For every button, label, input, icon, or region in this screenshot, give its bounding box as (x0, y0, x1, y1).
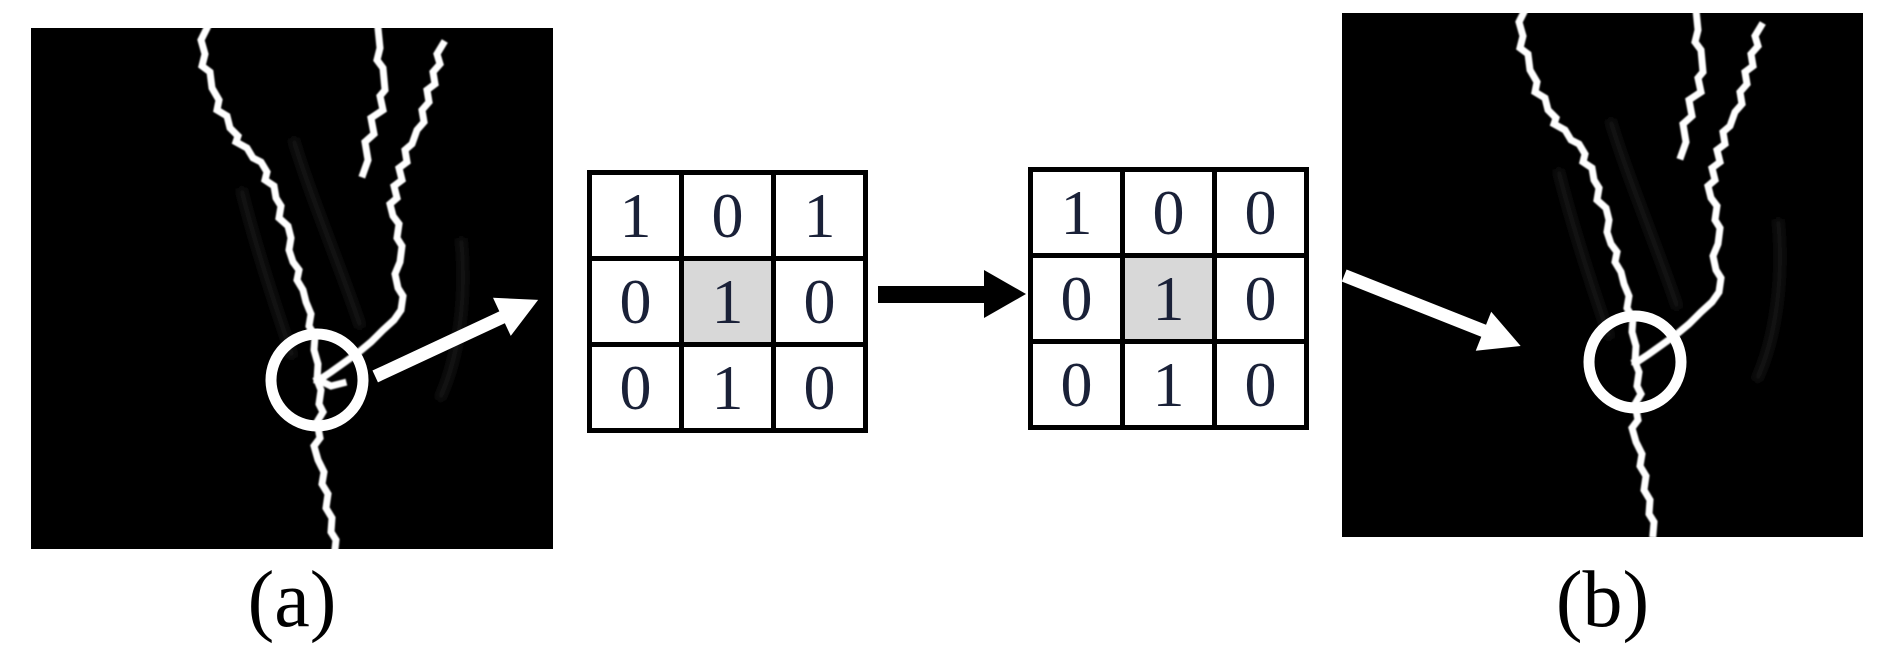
panel-a-label: (a) (247, 556, 337, 644)
vessel-branch-middle (358, 28, 389, 179)
grid-cell-r2c1: 1 (679, 342, 776, 433)
panel-b-image (1342, 13, 1863, 537)
grid-cell-center-highlighted: 1 (1120, 253, 1217, 344)
highlight-circle (265, 328, 369, 432)
annotation-arrow-in-icon (1342, 269, 1521, 351)
annotation-arrow-out-icon (372, 297, 539, 383)
grid-cell-r0c0: 1 (1028, 167, 1125, 258)
background-artifacts (1553, 117, 1785, 383)
panel-b-label: (b) (1555, 556, 1650, 644)
vessel-branch-left (1515, 13, 1640, 366)
pixel-grid-before: 1 0 1 0 1 0 0 1 0 (587, 170, 868, 433)
vessel-branch-middle (1676, 13, 1707, 161)
grid-cell-r2c0: 0 (1028, 339, 1125, 430)
skeleton-drawing-a (197, 28, 539, 549)
grid-cell-r1c0: 0 (1028, 253, 1125, 344)
vessel-branch-left (197, 28, 322, 384)
vessel-branch-right (1632, 21, 1766, 367)
grid-cell-r2c0: 0 (587, 342, 684, 433)
grid-cell-r0c1: 0 (1120, 167, 1217, 258)
vessel-skeleton (1515, 13, 1766, 537)
grid-row: 0 1 0 (1028, 339, 1309, 430)
grid-cell-r2c2: 0 (1212, 339, 1309, 430)
vessel-spur-stub (314, 375, 348, 390)
grid-cell-r2c1: 1 (1120, 339, 1217, 430)
grid-row: 1 0 0 (1028, 167, 1309, 258)
grid-cell-r1c2: 0 (771, 256, 868, 347)
grid-row: 1 0 1 (587, 170, 868, 261)
grid-row: 0 1 0 (587, 342, 868, 433)
highlight-circle (1583, 310, 1687, 414)
grid-row: 0 1 0 (1028, 253, 1309, 344)
skeleton-drawing-b (1342, 13, 1785, 537)
pixel-grid-after: 1 0 0 0 1 0 0 1 0 (1028, 167, 1309, 430)
grid-cell-r1c0: 0 (587, 256, 684, 347)
grid-cell-r0c2: 1 (771, 170, 868, 261)
vessel-branch-right (314, 39, 448, 385)
grid-row: 0 1 0 (587, 256, 868, 347)
vessel-branch-bottom (310, 375, 340, 549)
transform-arrow-icon (878, 270, 1026, 318)
grid-cell-r2c2: 0 (771, 342, 868, 433)
panel-a-image (31, 28, 553, 549)
grid-cell-r0c0: 1 (587, 170, 684, 261)
grid-cell-center-highlighted: 1 (679, 256, 776, 347)
grid-cell-r1c2: 0 (1212, 253, 1309, 344)
vessel-skeleton (197, 28, 448, 549)
grid-cell-r0c2: 0 (1212, 167, 1309, 258)
vessel-branch-bottom (1628, 357, 1658, 537)
grid-cell-r0c1: 0 (679, 170, 776, 261)
